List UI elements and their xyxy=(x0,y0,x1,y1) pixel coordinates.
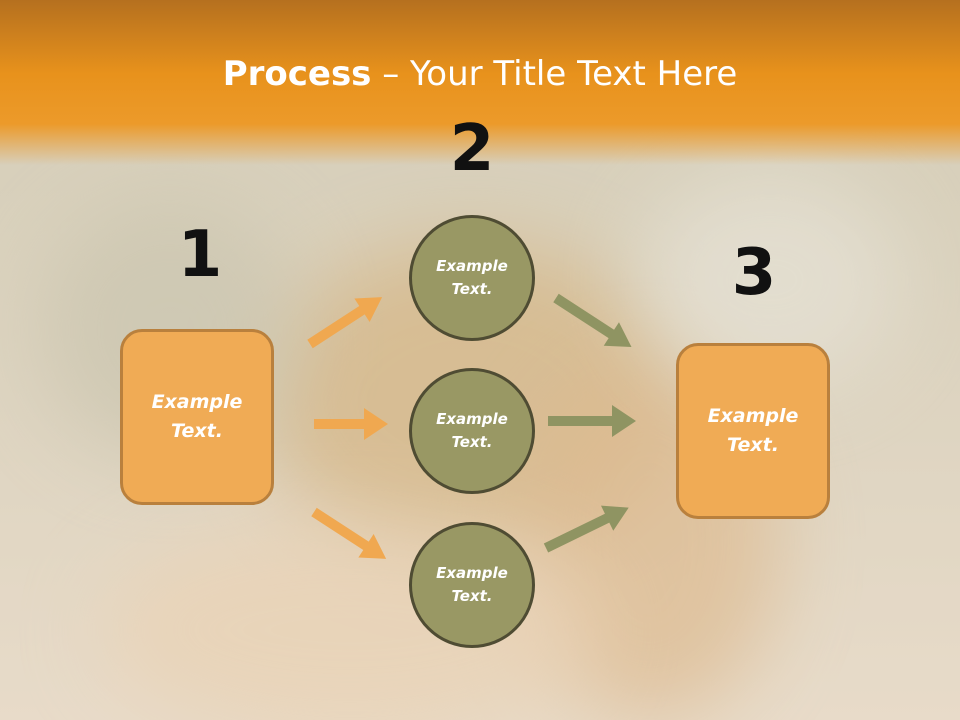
arrow-orange-right-icon xyxy=(314,408,388,440)
step-number-3: 3 xyxy=(731,236,777,310)
process-box-left[interactable]: Example Text. xyxy=(120,329,274,505)
process-circle-bottom[interactable]: Example Text. xyxy=(409,522,535,648)
title-band xyxy=(0,0,960,165)
arrow-olive-up-icon xyxy=(543,505,629,553)
arrow-olive-right-icon xyxy=(548,405,636,437)
process-circle-top[interactable]: Example Text. xyxy=(409,215,535,341)
step-number-1: 1 xyxy=(177,218,223,292)
step-number-2: 2 xyxy=(449,112,495,186)
arrow-orange-down-icon xyxy=(311,507,387,559)
process-box-right[interactable]: Example Text. xyxy=(676,343,830,519)
arrow-olive-down-icon xyxy=(553,293,632,348)
process-circle-middle[interactable]: Example Text. xyxy=(409,368,535,494)
arrow-orange-up-icon xyxy=(307,297,383,349)
slide-title: Process – Your Title Text Here xyxy=(0,52,960,96)
title-bold-text: Process xyxy=(222,54,372,94)
title-rest-text: – Your Title Text Here xyxy=(371,54,738,94)
